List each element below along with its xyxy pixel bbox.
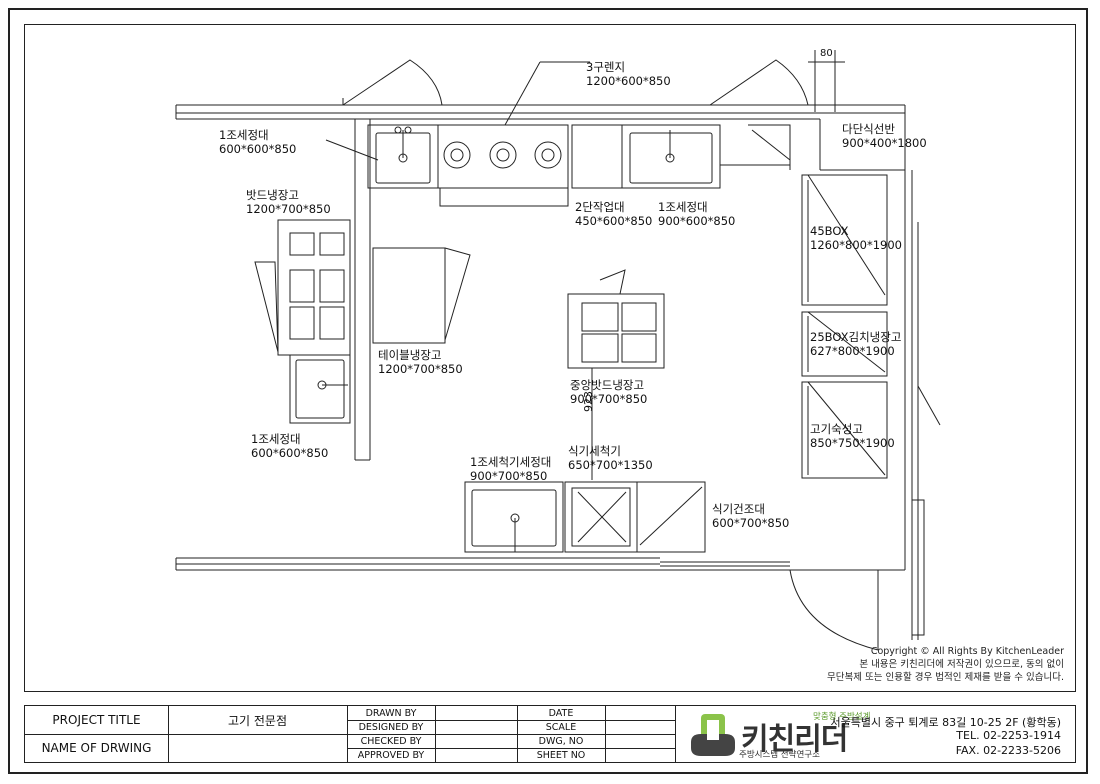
company-address: 서울특별시 중구 퇴계로 83길 10-25 2F (황학동) — [830, 716, 1061, 729]
drawing-area — [24, 24, 1076, 692]
leader-lines — [325, 61, 590, 161]
project-title-label: PROJECT TITLE — [52, 713, 141, 727]
range-burner — [443, 141, 562, 169]
dimension-80: 80 — [820, 48, 833, 59]
drawing-name-label: NAME OF DRWING — [41, 741, 152, 755]
top-counter — [367, 124, 791, 207]
sheet-no-label: SHEET NO — [536, 749, 586, 761]
title-block: PROJECT TITLE 고기 전문점 NAME OF DRWING DRAW… — [24, 705, 1076, 763]
company-tel: TEL. 02-2253-1914 — [956, 729, 1061, 742]
dwg-no-label: DWG, NO — [538, 735, 584, 747]
walls — [175, 50, 941, 651]
kitchenleader-logo-icon — [691, 714, 735, 756]
center-fridge-drawing — [567, 269, 665, 480]
scale-label: SCALE — [545, 721, 577, 733]
dimension-923: 923 — [582, 391, 595, 412]
drawing-frame — [8, 8, 1088, 774]
brand-tagline: 맞춤형 주방설계 — [813, 712, 871, 722]
drawn-by-label: DRAWN BY — [365, 707, 417, 719]
project-title-value: 고기 전문점 — [227, 713, 287, 728]
copyright-line: 무단복제 또는 인용할 경우 법적인 제재를 받을 수 있습니다. — [827, 672, 1064, 683]
checked-by-label: CHECKED BY — [360, 735, 422, 747]
brand-name: 키친리더 — [741, 722, 848, 757]
brand-subtitle: 주방시스템 전략연구소 — [739, 750, 820, 760]
copyright-notice: Copyright © All Rights By KitchenLeader … — [827, 645, 1064, 684]
company-fax: FAX. 02-2233-5206 — [955, 744, 1061, 757]
left-equipment — [254, 219, 471, 424]
copyright-line: 본 내용은 키친리더에 저작권이 있으므로, 동의 없이 — [859, 659, 1064, 670]
copyright-line: Copyright © All Rights By KitchenLeader — [870, 646, 1064, 657]
date-label: DATE — [548, 707, 574, 719]
approved-by-label: APPROVED BY — [357, 749, 425, 761]
designed-by-label: DESIGNED BY — [358, 721, 424, 733]
right-equipment — [801, 174, 888, 479]
bottom-counter — [464, 481, 706, 553]
